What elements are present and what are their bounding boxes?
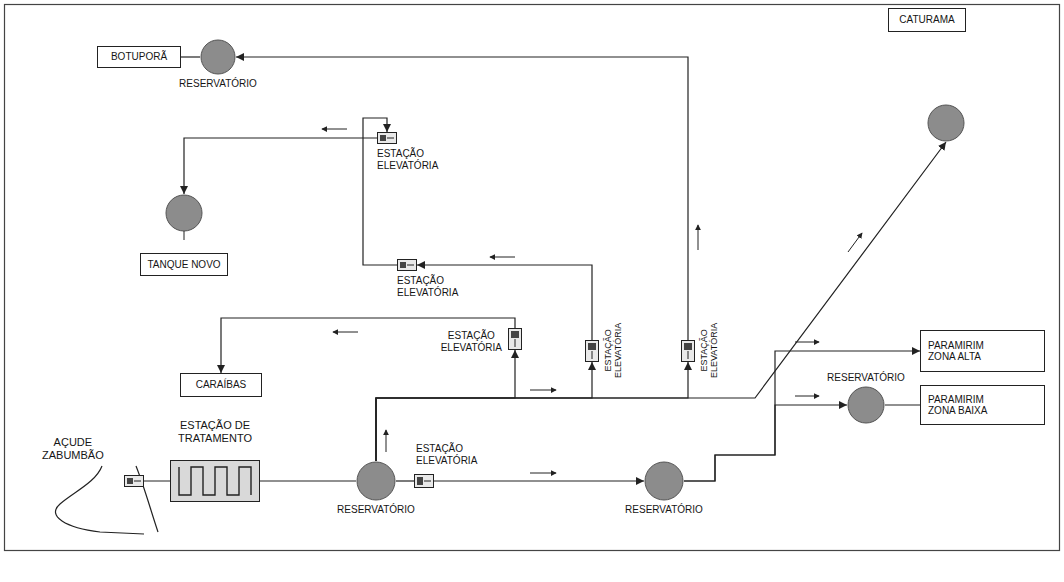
pump-motor — [511, 331, 519, 338]
pumping-station: ESTAÇÃO ELEVATÓRIA — [397, 259, 417, 271]
pump-housing — [125, 476, 144, 487]
pumping-station-outline — [585, 340, 599, 362]
reservoir-outline — [200, 39, 236, 75]
pumping-station: ESTAÇÃO ELEVATÓRIA — [585, 340, 599, 362]
pump-shaft — [592, 351, 593, 359]
town-reservoir: TANQUE NOVO — [140, 194, 228, 276]
pumping-station-outline — [397, 259, 417, 271]
water-pipe — [396, 480, 414, 481]
pumping-station-outline — [414, 474, 434, 488]
water-pipe — [184, 138, 377, 194]
pump-housing — [398, 260, 417, 271]
reservoir-tank — [848, 387, 884, 423]
dam: AÇUDE ZABUMBÃO — [40, 436, 168, 536]
plant-label: ESTAÇÃO DE TRATAMENTO — [172, 419, 258, 444]
water-pipe — [168, 480, 170, 481]
pump-shaft — [515, 339, 516, 347]
plant-tank — [171, 461, 260, 502]
station-label: ESTAÇÃO ELEVATÓRIA — [441, 330, 502, 353]
water-pipe — [260, 480, 356, 481]
treatment-plant: ESTAÇÃO DE TRATAMENTO — [170, 419, 260, 502]
flow-arrows — [322, 129, 862, 473]
reservoir: RESERVATÓRIO — [644, 461, 684, 501]
pumping-station: ESTAÇÃO ELEVATÓRIA — [681, 340, 695, 362]
pump-housing — [415, 475, 434, 488]
pump-housing — [682, 341, 695, 362]
pump-housing — [378, 133, 397, 144]
pumping-station-outline — [377, 132, 397, 144]
reservoir: RESERVATÓRIO — [847, 386, 885, 424]
town-reservoir: CATURAMA — [888, 8, 966, 142]
reservoir-outline — [644, 461, 684, 501]
reservoir-label: RESERVATÓRIO — [179, 78, 257, 90]
town-name: CATURAMA — [888, 8, 966, 32]
town-box: BOTUPORÃ — [97, 46, 181, 68]
town-name: TANQUE NOVO — [140, 253, 228, 277]
reservoir-tank — [166, 195, 202, 231]
pump-motor — [417, 477, 423, 485]
pump-housing — [509, 329, 522, 350]
town-name: BOTUPORÃ — [111, 51, 167, 63]
reservoir-label: RESERVATÓRIO — [827, 372, 905, 384]
pump-shaft — [407, 265, 414, 266]
reservoir-outline — [356, 461, 396, 501]
water-pipe — [181, 56, 200, 57]
town-name: CARAÍBAS — [196, 379, 247, 391]
pump-shaft — [424, 481, 431, 482]
water-pipe — [684, 405, 847, 481]
water-pipe — [885, 404, 920, 405]
water-pipe — [684, 351, 920, 481]
pumping-station: ESTAÇÃO ELEVATÓRIA — [414, 474, 434, 488]
reservoir-tank — [645, 462, 683, 500]
pump-shaft — [688, 351, 689, 359]
zone-box: PARAMIRIM ZONA ALTA — [920, 330, 1045, 372]
reservoir: RESERVATÓRIO — [356, 461, 396, 501]
town-box: CARAÍBAS — [180, 373, 262, 397]
water-pipe — [363, 118, 397, 265]
reservoir-tank — [357, 462, 395, 500]
diagram-frame — [5, 5, 1060, 551]
baffle-channel — [179, 467, 251, 495]
pump-motor — [380, 135, 386, 141]
pump-shaft — [387, 138, 394, 139]
water-pipe — [236, 57, 688, 340]
pumping-station-outline — [508, 328, 522, 350]
pump-shaft — [134, 481, 141, 482]
station-label: ESTAÇÃO ELEVATÓRIA — [699, 323, 720, 378]
reservoir-tank — [201, 40, 235, 74]
reservoir-outline — [847, 386, 885, 424]
pumping-station: ESTAÇÃO ELEVATÓRIA — [377, 132, 397, 144]
zone-name: PARAMIRIM ZONA ALTA — [928, 340, 1004, 363]
pump-motor — [400, 262, 406, 268]
station-label: ESTAÇÃO ELEVATÓRIA — [603, 323, 624, 378]
pipe-stub — [184, 231, 185, 240]
dam-name: AÇUDE ZABUMBÃO — [42, 436, 104, 461]
pump-motor — [588, 343, 596, 350]
pump-housing — [586, 341, 599, 362]
pump-motor — [127, 478, 133, 484]
zone-box: PARAMIRIM ZONA BAIXA — [920, 385, 1045, 425]
water-pipe — [376, 362, 592, 461]
intake-pipe — [144, 481, 168, 482]
water-pipe — [434, 480, 644, 481]
lake-shore — [55, 466, 144, 534]
reservoir: RESERVATÓRIO — [200, 39, 236, 75]
station-label: ESTAÇÃO ELEVATÓRIA — [397, 275, 458, 298]
station-label: ESTAÇÃO ELEVATÓRIA — [416, 443, 477, 466]
pump-motor — [684, 343, 692, 350]
water-pipe — [221, 318, 515, 373]
zone-name: PARAMIRIM ZONA BAIXA — [928, 394, 1004, 417]
reservoir-label: RESERVATÓRIO — [625, 504, 703, 516]
station-label: ESTAÇÃO ELEVATÓRIA — [377, 148, 438, 171]
reservoir-tank — [928, 105, 964, 141]
treatment-plant-outline — [170, 419, 260, 502]
water-pipe — [376, 142, 946, 461]
pumping-station-outline — [681, 340, 695, 362]
pumping-station: ESTAÇÃO ELEVATÓRIA — [508, 328, 522, 350]
reservoir-label: RESERVATÓRIO — [337, 504, 415, 516]
